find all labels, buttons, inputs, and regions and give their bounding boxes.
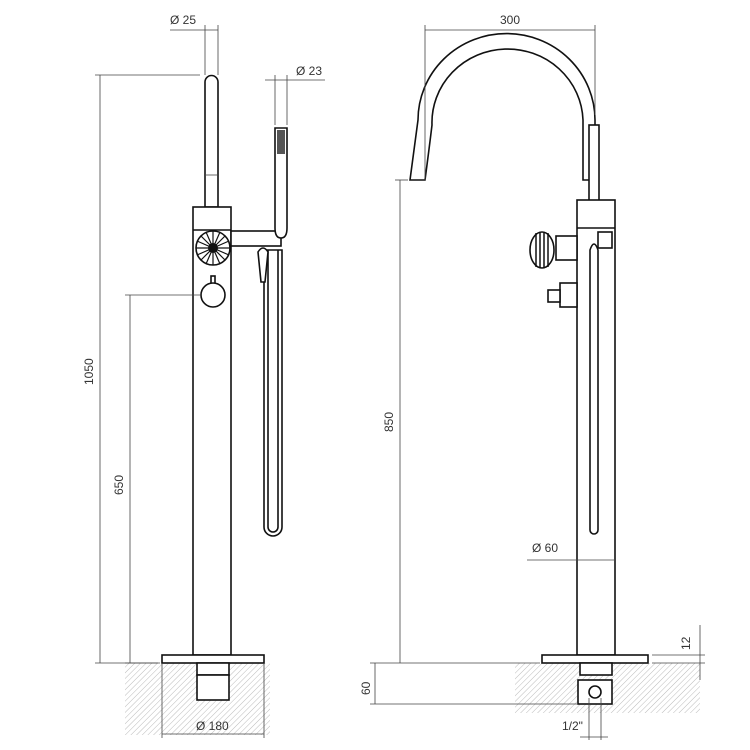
dim-spout-reach: 300 (500, 13, 520, 27)
dim-floor-depth: 60 (359, 681, 373, 695)
hose-loop (263, 249, 283, 537)
front-view: Ø 25 Ø 23 1050 650 Ø 180 (82, 13, 325, 738)
dim-mixer-height: 650 (112, 475, 126, 495)
dim-base-thickness: 12 (679, 636, 693, 650)
dim-spout-height: 850 (382, 412, 396, 432)
side-view: 300 850 Ø 60 12 60 1/2" (359, 13, 705, 740)
hand-shower (274, 127, 288, 239)
dim-hand-shower-diameter: Ø 23 (296, 64, 322, 78)
temperature-knob (195, 230, 231, 266)
base-plate (541, 654, 649, 664)
base-plate (161, 654, 265, 664)
spout (409, 32, 596, 181)
dim-connection: 1/2" (562, 719, 583, 733)
dim-spout-diameter: Ø 25 (170, 13, 196, 27)
spout-rod (204, 74, 219, 208)
dim-column-diameter: Ø 60 (532, 541, 558, 555)
column (192, 206, 232, 656)
dim-total-height: 1050 (82, 358, 96, 385)
dim-base-diameter: Ø 180 (196, 719, 229, 733)
diverter-knob (547, 282, 578, 308)
temperature-knob (529, 231, 578, 269)
hand-shower-arm (230, 230, 282, 247)
